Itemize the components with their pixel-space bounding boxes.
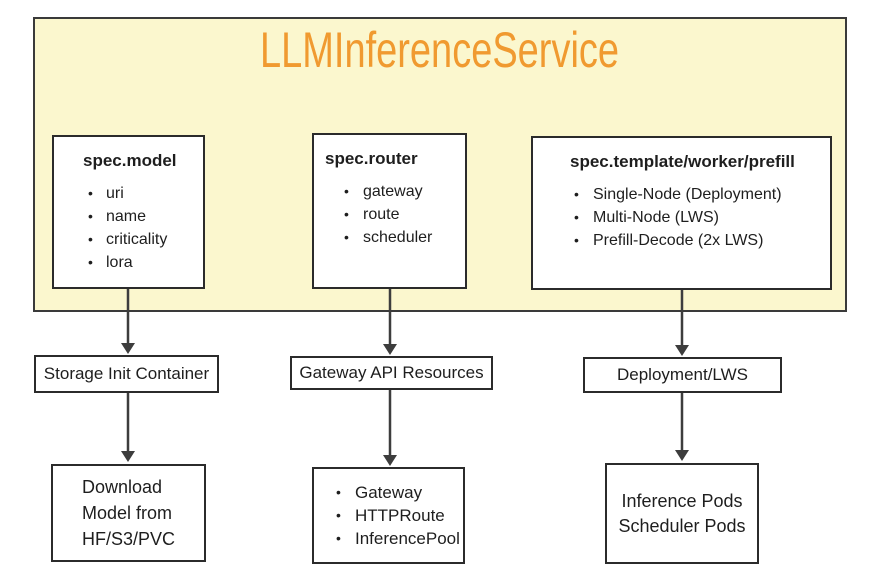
download-model-box: Download Model from HF/S3/PVC [51, 464, 206, 562]
resource-item: InferencePool [314, 527, 463, 550]
diagram-title: LLMInferenceService [259, 22, 620, 78]
spec-item: name [54, 205, 203, 228]
arrow-storage-to-download [121, 393, 135, 462]
spec-template-list: Single-Node (Deployment) Multi-Node (LWS… [533, 183, 830, 252]
result-line: Download [82, 477, 163, 497]
spec-router-box: spec.router gateway route scheduler [312, 133, 467, 289]
spec-model-header: spec.model [83, 151, 177, 170]
arrow-gatewayapi-to-resources [383, 390, 397, 466]
spec-item: Single-Node (Deployment) [533, 183, 830, 206]
gateway-api-resources-box: Gateway API Resources [290, 356, 493, 390]
arrow-deployment-to-pods [675, 393, 689, 461]
spec-item: lora [54, 251, 203, 274]
deployment-lws-box: Deployment/LWS [583, 357, 782, 393]
result-line: Inference Pods [621, 490, 743, 511]
spec-model-list: uri name criticality lora [54, 182, 203, 274]
spec-item: uri [54, 182, 203, 205]
inference-pods-box: Inference Pods Scheduler Pods [605, 463, 759, 564]
gateway-resources-list-box: Gateway HTTPRoute InferencePool [312, 467, 465, 564]
spec-item: Multi-Node (LWS) [533, 206, 830, 229]
result-line: HF/S3/PVC [82, 529, 176, 549]
spec-template-header: spec.template/worker/prefill [570, 152, 795, 171]
spec-item: route [314, 203, 465, 226]
resource-item: Gateway [314, 481, 463, 504]
spec-item: criticality [54, 228, 203, 251]
spec-template-box: spec.template/worker/prefill Single-Node… [531, 136, 832, 290]
spec-model-box: spec.model uri name criticality lora [52, 135, 205, 289]
spec-item: Prefill-Decode (2x LWS) [533, 229, 830, 252]
spec-router-header: spec.router [325, 149, 418, 168]
storage-init-container-box: Storage Init Container [34, 355, 219, 393]
result-line: Model from [82, 503, 173, 523]
spec-router-list: gateway route scheduler [314, 180, 465, 249]
spec-item: scheduler [314, 226, 465, 249]
gateway-resources-list: Gateway HTTPRoute InferencePool [314, 481, 463, 550]
spec-item: gateway [314, 180, 465, 203]
resource-item: HTTPRoute [314, 504, 463, 527]
result-line: Scheduler Pods [618, 515, 746, 536]
